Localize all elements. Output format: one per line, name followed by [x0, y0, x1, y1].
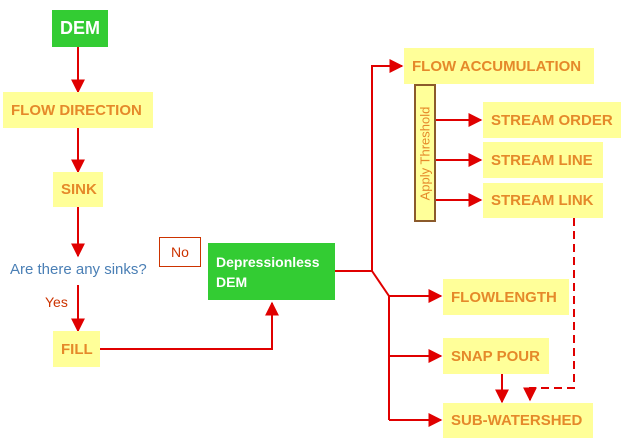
sink-node: SINK: [53, 172, 103, 207]
yes-label: Yes: [45, 294, 68, 310]
sub-watershed-label: SUB-WATERSHED: [451, 412, 583, 429]
stream-order-node: STREAM ORDER: [483, 102, 621, 138]
stream-line-node: STREAM LINE: [483, 142, 603, 178]
stream-link-label: STREAM LINK: [491, 192, 594, 209]
decision-question: Are there any sinks?: [10, 261, 147, 278]
depressionless-dem-node: Depressionless DEM: [208, 243, 335, 300]
flow-accumulation-node: FLOW ACCUMULATION: [404, 48, 594, 84]
stream-line-label: STREAM LINE: [491, 151, 593, 169]
no-label: No: [171, 244, 189, 260]
flow-direction-node: FLOW DIRECTION: [3, 92, 153, 128]
flow-direction-label: FLOW DIRECTION: [11, 101, 142, 119]
flow-accumulation-label: FLOW ACCUMULATION: [412, 57, 582, 75]
sink-label: SINK: [61, 181, 97, 198]
no-label-box: No: [159, 237, 201, 267]
arrow-fill-to-depressionless: [100, 301, 279, 350]
fill-node: FILL: [53, 331, 100, 367]
snap-pour-node: SNAP POUR: [443, 338, 549, 374]
dem-node: DEM: [52, 10, 108, 47]
arrow-streamlink-to-subwatershed-dashed: [523, 218, 575, 402]
apply-threshold-box: Apply Threshold: [414, 84, 436, 222]
stream-order-label: STREAM ORDER: [491, 111, 613, 129]
arrow-to-flowaccumulation: [335, 59, 404, 272]
apply-threshold-label: Apply Threshold: [417, 106, 433, 200]
flowlength-label: FLOWLENGTH: [451, 288, 557, 306]
dem-label: DEM: [60, 18, 100, 38]
snap-pour-label: SNAP POUR: [451, 347, 540, 365]
flowlength-node: FLOWLENGTH: [443, 279, 569, 315]
fill-label: FILL: [61, 340, 93, 358]
sub-watershed-node: SUB-WATERSHED: [443, 403, 593, 438]
depressionless-label-line1: Depressionless: [216, 253, 320, 270]
depressionless-label-line2: DEM: [216, 273, 248, 290]
stream-link-node: STREAM LINK: [483, 183, 603, 218]
arrow-trunk-lower: [371, 270, 390, 420]
